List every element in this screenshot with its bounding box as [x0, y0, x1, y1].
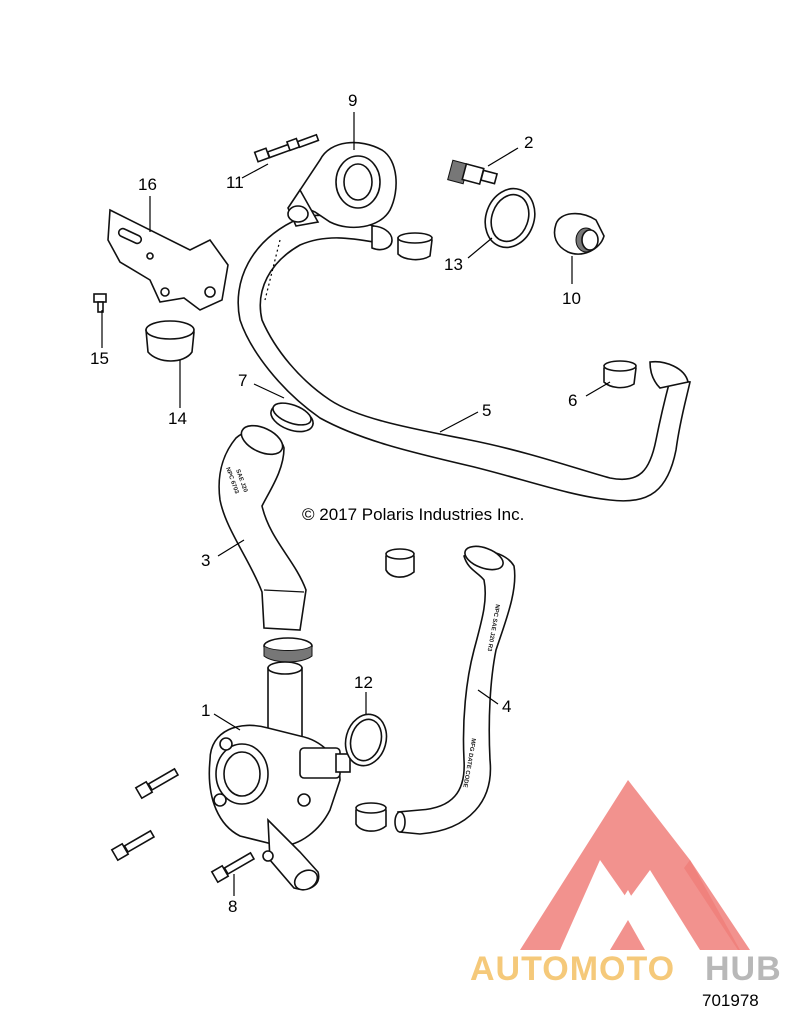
- callout-7: 7: [238, 371, 247, 390]
- part-clamp-upper-hose-4: [385, 548, 415, 578]
- callout-14: 14: [168, 409, 187, 428]
- part-12-o-ring: [344, 713, 388, 767]
- part-13-o-ring: [484, 187, 536, 249]
- part-4-lower-hose: NPC SAE J20 R3 MFG DATE CODE: [394, 545, 516, 835]
- callout-12: 12: [354, 673, 373, 692]
- callout-15: 15: [90, 349, 109, 368]
- callout-13: 13: [444, 255, 463, 274]
- callout-9: 9: [348, 91, 357, 110]
- copyright-text: © 2017 Polaris Industries Inc.: [302, 505, 524, 524]
- callout-11: 11: [226, 173, 244, 192]
- watermark-text-hub: HUB: [705, 950, 782, 988]
- watermark-text-automoto: AUTOMOTO: [470, 950, 675, 988]
- callout-2: 2: [524, 133, 533, 152]
- part-14-clamp: [145, 320, 195, 362]
- part-8-bolts: [110, 767, 256, 884]
- part-clamp-lower-hose-3: [263, 637, 313, 663]
- part-5-upper-hose: [237, 214, 691, 502]
- part-7-clamp: [270, 402, 314, 433]
- part-2-temperature-sensor: [447, 159, 499, 186]
- callout-5: 5: [482, 401, 491, 420]
- watermark-logo: AUTOMOTO HUB: [470, 780, 782, 988]
- callout-8: 8: [228, 897, 237, 916]
- callout-labels: 1 2 3 4 5 6 7 8 9 10 11 12 13 14 15 16: [90, 91, 581, 916]
- part-3-middle-hose: NPC 6703 SAE J20: [218, 424, 307, 631]
- part-16-bracket: [107, 208, 229, 311]
- part-10-thermostat: [553, 212, 605, 255]
- document-number: 701978: [702, 991, 759, 1010]
- part-15-bolt: [93, 293, 107, 313]
- part-clamp-lower-hose-4: [355, 802, 387, 832]
- watermark-triangle-icon: [520, 780, 740, 950]
- callout-3: 3: [201, 551, 210, 570]
- callout-16: 16: [138, 175, 157, 194]
- part-11-bolts: [253, 133, 320, 163]
- callout-10: 10: [562, 289, 581, 308]
- callout-6: 6: [568, 391, 577, 410]
- callout-1: 1: [201, 701, 210, 720]
- leader-lines: [101, 112, 611, 896]
- part-9-thermostat-housing: [287, 141, 397, 229]
- part-clamp-upper: [397, 232, 433, 261]
- part-6-clamp: [603, 360, 637, 389]
- part-1-water-pump: [208, 661, 351, 891]
- callout-4: 4: [502, 697, 511, 716]
